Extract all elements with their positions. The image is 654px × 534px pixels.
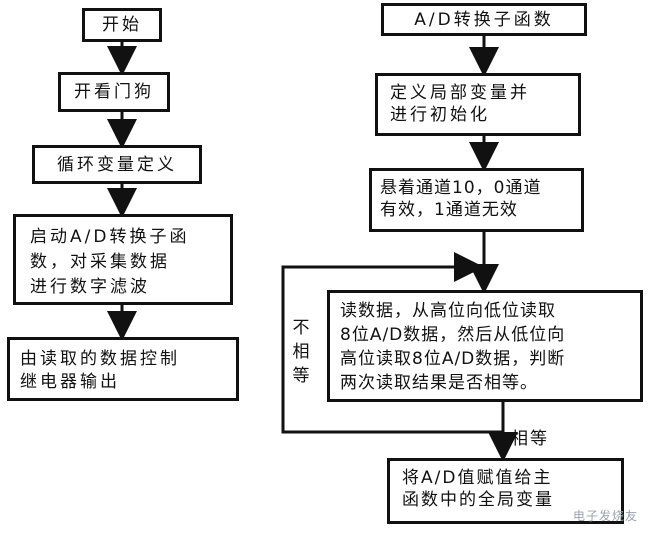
node-read-line2: 8位A/D数据，然后从低位向 [340,325,566,345]
node-channel-line2: 有效，1通道无效 [380,200,518,220]
node-loop-var: 循环变量定义 [32,145,202,184]
node-start-ad: 启动A/D转换子函 数，对采集数据 进行数字滤波 [13,214,233,305]
node-read-line1: 读数据，从高位向低位读取 [340,301,556,321]
node-channel: 悬着通道10，0通道 有效，1通道无效 [369,168,584,232]
node-start-ad-line2: 数，对采集数据 [30,252,170,272]
node-start-ad-line1: 启动A/D转换子函 [30,227,190,247]
node-init-line1: 定义局部变量并 [390,83,530,103]
watermark-logo: 电子发烧友 [572,509,638,523]
node-ad-title: A/D转换子函数 [381,3,587,36]
node-start: 开始 [82,8,162,42]
loop-back-not-equal [281,252,503,434]
node-watchdog: 开看门狗 [58,72,170,112]
node-control-line1: 由读取的数据控制 [20,349,180,369]
node-loop-var-label: 循环变量定义 [57,154,177,175]
node-read-line4: 两次读取结果是否相等。 [340,373,538,393]
node-read: 读数据，从高位向低位读取 8位A/D数据，然后从低位向 高位读取8位A/D数据，… [327,290,643,402]
node-assign: 将A/D值赋值给主 函数中的全局变量 [387,458,624,524]
label-equal: 相等 [511,429,549,449]
label-not-equal: 不 相 等 [291,316,311,388]
node-watchdog-label: 开看门狗 [74,82,154,102]
label-not-equal-char3: 等 [292,366,310,386]
node-init: 定义局部变量并 进行初始化 [375,73,581,136]
node-start-ad-line3: 进行数字滤波 [30,277,150,297]
node-start-label: 开始 [102,15,142,35]
node-read-line3: 高位读取8位A/D数据，判断 [340,349,566,369]
node-control-line2: 继电器输出 [20,372,120,392]
label-not-equal-char2: 相 [292,342,310,362]
node-assign-line1: 将A/D值赋值给主 [402,468,553,488]
node-channel-line1: 悬着通道10，0通道 [380,178,542,198]
node-init-line2: 进行初始化 [390,105,490,125]
node-assign-line2: 函数中的全局变量 [402,490,554,510]
label-not-equal-char1: 不 [292,318,310,338]
node-ad-title-label: A/D转换子函数 [414,9,554,30]
node-control: 由读取的数据控制 继电器输出 [7,337,239,401]
